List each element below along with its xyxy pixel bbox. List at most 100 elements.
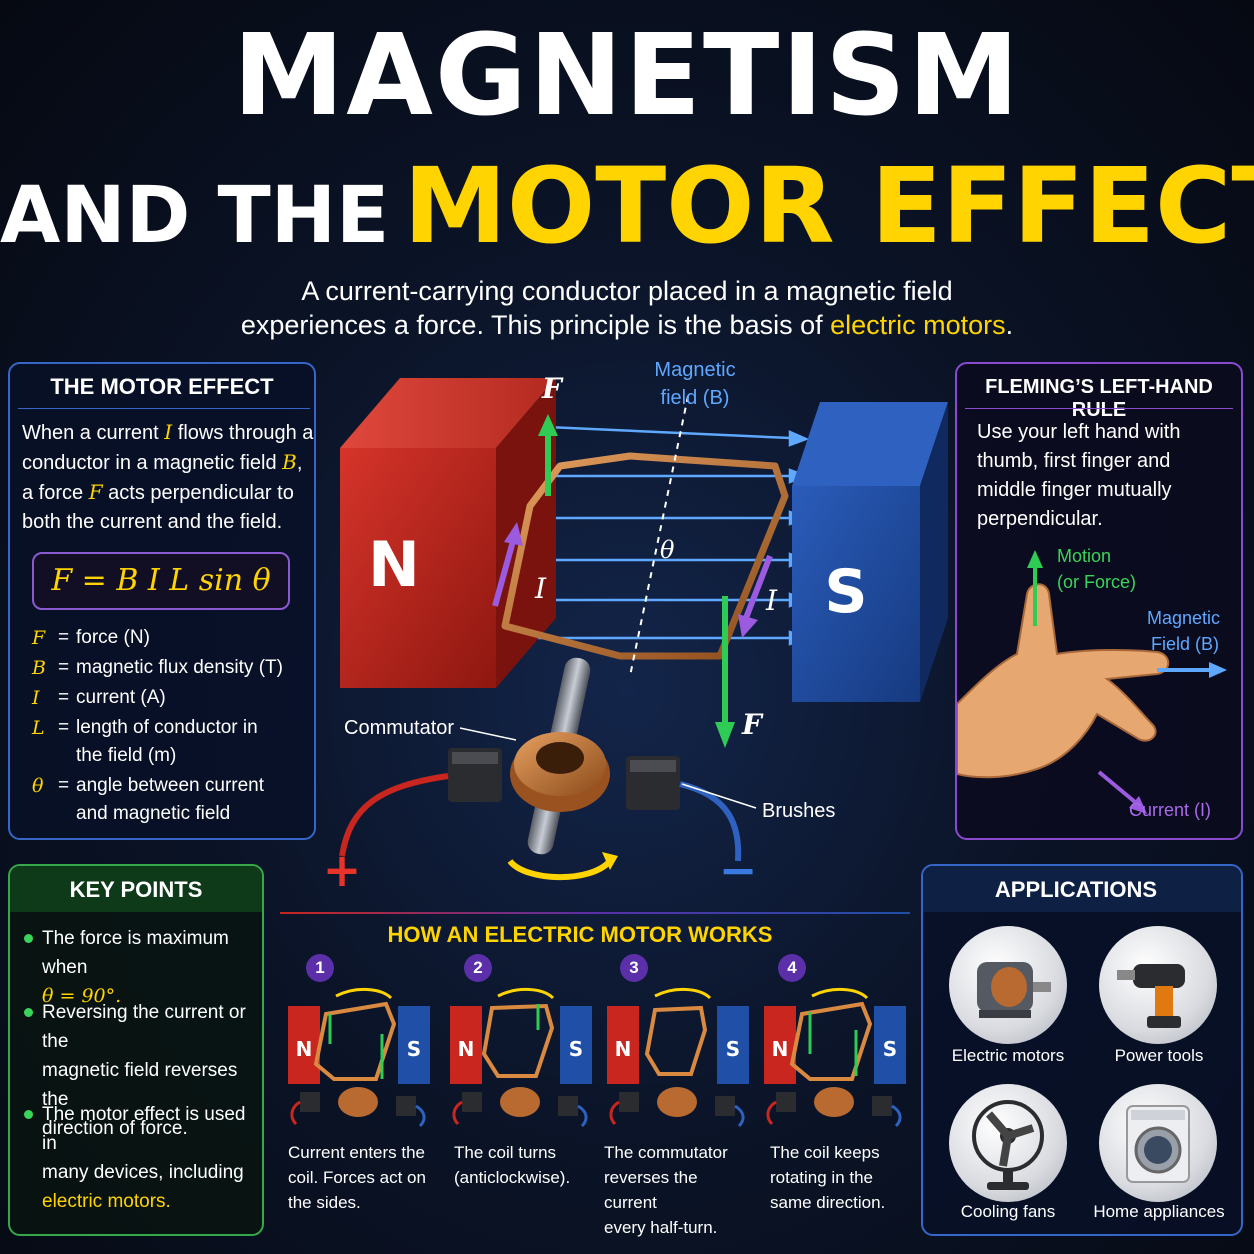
brush-right xyxy=(626,756,680,810)
subtitle-line-2: experiences a force. This principle is t… xyxy=(100,308,1154,342)
step-1-illustration: N S xyxy=(288,988,430,1128)
how-heading: HOW AN ELECTRIC MOTOR WORKS xyxy=(387,922,773,947)
subtitle-period: . xyxy=(1005,310,1014,340)
power-tool-icon xyxy=(1099,926,1217,1044)
caption-line: The coil turns xyxy=(454,1143,557,1162)
symbol-I: I xyxy=(164,420,173,444)
app-caption: Cooling fans xyxy=(960,1202,1056,1221)
force-label-bottom: F xyxy=(741,708,764,741)
step-4-illustration: N S xyxy=(764,988,906,1128)
desc-line: conductor in a magnetic field B, xyxy=(22,448,314,478)
title-white-part: AND THE xyxy=(0,171,390,261)
app-caption: Home appliances xyxy=(1093,1202,1225,1221)
subtitle-text: experiences a force. This principle is t… xyxy=(240,310,831,340)
field-label-line-1: Magnetic xyxy=(654,359,735,381)
caption-line: the sides. xyxy=(288,1193,361,1212)
desc-text: conductor in a magnetic field xyxy=(22,452,283,474)
symbol-B: B xyxy=(282,450,297,474)
caption-line: reverses the current xyxy=(604,1168,698,1212)
motor-effect-heading: THE MOTOR EFFECT xyxy=(50,374,274,399)
current-arrow xyxy=(1097,770,1147,814)
step-caption: The coil keeps rotating in the same dire… xyxy=(770,1140,920,1215)
rotation-arrowhead xyxy=(602,852,618,870)
key-points-header-bar xyxy=(10,866,262,912)
svg-text:N: N xyxy=(772,1037,789,1061)
coil xyxy=(501,452,789,660)
def-symbol: B xyxy=(32,657,46,679)
left-hand-illustration xyxy=(957,550,1227,814)
motion-label-2: (or Force) xyxy=(1057,572,1137,592)
fleming-panel: FLEMING’S LEFT-HAND RULE Use your left h… xyxy=(955,362,1243,840)
applications-heading: APPLICATIONS xyxy=(994,877,1158,902)
positive-wire xyxy=(339,773,449,857)
bullet-dot xyxy=(24,1110,33,1119)
motion-label-1: Motion xyxy=(1057,546,1112,566)
def-text: and magnetic field xyxy=(76,803,231,824)
field-label-1: Magnetic xyxy=(1147,608,1221,628)
force-formula: F = B I L sin θ xyxy=(32,552,290,610)
brushes-pointer xyxy=(681,783,757,809)
north-label: N xyxy=(368,528,420,601)
key-point-text: The force is maximum when θ = 90°. xyxy=(42,924,254,1011)
fleming-description: Use your left hand with thumb, first fin… xyxy=(977,418,1237,534)
rotation-arrow xyxy=(507,858,613,881)
field-label-2: Field (B) xyxy=(1151,634,1220,654)
motor-effect-panel: THE MOTOR EFFECT When a current I flows … xyxy=(8,362,316,840)
desc-line: Use your left hand with xyxy=(977,421,1181,443)
def-equals: = xyxy=(58,657,70,678)
step-number: 2 xyxy=(464,954,492,982)
key-points-heading: KEY POINTS xyxy=(69,877,203,902)
def-equals: = xyxy=(58,687,70,708)
desc-text: , xyxy=(296,452,303,474)
caption-line: (anticlockwise). xyxy=(454,1168,571,1187)
field-lines xyxy=(520,418,810,646)
field-arrow xyxy=(1157,662,1227,678)
force-arrow-up xyxy=(538,414,558,496)
svg-text:N: N xyxy=(615,1037,632,1061)
title-line-1: MAGNETISM xyxy=(232,11,1022,141)
divider xyxy=(965,408,1233,409)
desc-text: acts perpendicular to xyxy=(102,482,294,504)
key-point-line: Reversing the current or the xyxy=(42,1002,246,1052)
rotation-axis xyxy=(629,395,689,677)
applications-panel: APPLICATIONS Electric motors Power tools… xyxy=(921,864,1243,1236)
svg-text:S: S xyxy=(569,1037,583,1061)
key-point-line: θ = 90°. xyxy=(42,985,122,1007)
def-equals: = xyxy=(58,775,70,796)
key-point-line: direction of force. xyxy=(42,1118,188,1139)
desc-line: thumb, first finger and xyxy=(977,450,1171,472)
def-symbol: θ xyxy=(32,775,44,797)
symbol-F: F xyxy=(88,480,103,504)
svg-text:S: S xyxy=(407,1037,421,1061)
title-yellow-part: MOTOR EFFECT xyxy=(403,145,1254,267)
divider xyxy=(18,408,310,409)
svg-text:N: N xyxy=(296,1037,313,1061)
commutator xyxy=(510,732,610,812)
caption-line: same direction. xyxy=(770,1193,886,1212)
step-number: 4 xyxy=(778,954,806,982)
south-label: S xyxy=(824,557,867,627)
motion-arrow xyxy=(1027,550,1043,626)
desc-line: When a current I flows through a xyxy=(22,418,314,448)
svg-text:N: N xyxy=(458,1037,475,1061)
desc-line: perpendicular. xyxy=(977,508,1103,530)
commutator-pointer xyxy=(459,727,517,741)
step-caption: The commutator reverses the current ever… xyxy=(604,1140,754,1240)
force-arrow-down xyxy=(715,596,735,748)
def-symbol: I xyxy=(32,687,40,709)
caption-line: every half-turn. xyxy=(604,1218,718,1237)
caption-line: coil. Forces act on xyxy=(288,1168,426,1187)
caption-line: Current enters the xyxy=(288,1143,426,1162)
brushes-label: Brushes xyxy=(762,800,835,822)
current-arrow-right xyxy=(738,554,773,638)
key-point-line: The force is maximum when xyxy=(42,928,229,978)
key-point-line: many devices, including xyxy=(42,1162,244,1183)
step-caption: The coil turns (anticlockwise). xyxy=(454,1140,604,1190)
def-equals: = xyxy=(58,627,70,648)
def-text: the field (m) xyxy=(76,745,177,766)
step-2-illustration: N S xyxy=(450,988,592,1128)
fleming-heading: FLEMING’S LEFT-HAND RULE xyxy=(985,376,1213,421)
desc-text: flows through a xyxy=(172,422,314,444)
caption-line: rotating in the xyxy=(770,1168,874,1187)
